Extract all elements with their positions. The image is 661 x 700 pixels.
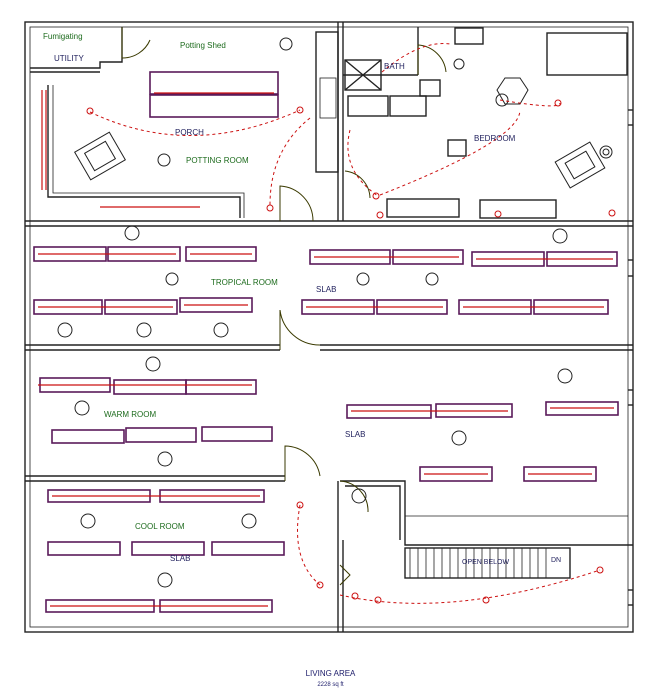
label-slab-cool: SLAB	[170, 554, 191, 563]
label-tropical-room: TROPICAL ROOM	[211, 278, 278, 287]
label-warm-room: WARM ROOM	[104, 410, 157, 419]
label-potting-room: POTTING ROOM	[186, 156, 249, 165]
stairs	[409, 548, 547, 578]
footer-area: 2228 sq ft	[317, 682, 344, 688]
heater-strips	[38, 90, 614, 607]
benches	[33, 71, 619, 613]
label-slab-tropical: SLAB	[316, 285, 337, 294]
light-fixtures	[57, 37, 573, 588]
label-dn: DN	[551, 557, 562, 564]
wiring	[89, 43, 601, 604]
label-potting-shed: Potting Shed	[180, 41, 226, 50]
label-bath: BATH	[384, 62, 405, 71]
label-utility: UTILITY	[54, 54, 84, 63]
label-cool-room: COOL ROOM	[135, 522, 185, 531]
label-open-below: OPEN BELOW	[462, 559, 510, 566]
outlets	[86, 99, 616, 604]
label-slab-warm: SLAB	[345, 430, 366, 439]
label-fumigating: Fumigating	[43, 32, 83, 41]
doors	[121, 27, 447, 586]
label-porch: PORCH	[175, 128, 204, 137]
walls	[24, 21, 634, 633]
chairs	[73, 77, 613, 189]
footer-title: LIVING AREA	[305, 669, 356, 678]
label-bedroom: BEDROOM	[474, 134, 516, 143]
